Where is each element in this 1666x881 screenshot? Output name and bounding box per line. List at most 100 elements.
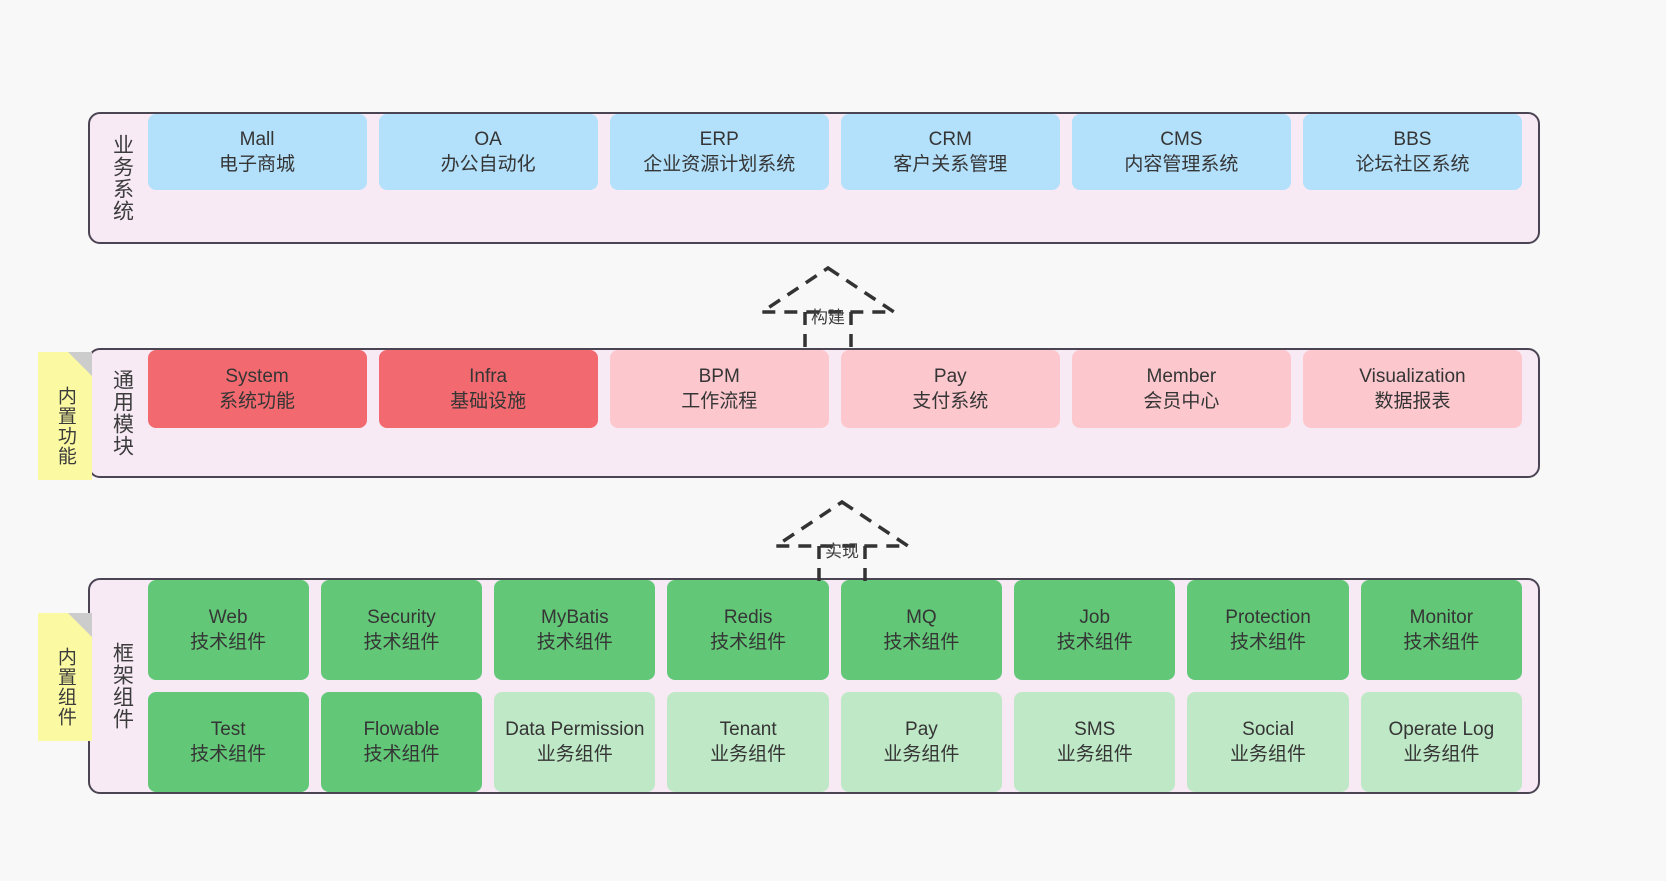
card-title-en: CRM: [928, 128, 972, 150]
card-title-cn: 技术组件: [363, 744, 440, 765]
card-title-cn: 客户关系管理: [893, 154, 1008, 175]
card-title-cn: 企业资源计划系统: [643, 154, 796, 175]
card-title-cn: 业务组件: [710, 744, 787, 765]
layer-title-business-systems: 业务系统: [110, 134, 134, 222]
card-job[interactable]: Job 技术组件: [1014, 580, 1176, 680]
card-redis[interactable]: Redis 技术组件: [667, 580, 829, 680]
card-sms[interactable]: SMS 业务组件: [1014, 692, 1176, 792]
layer-business-systems: 业务系统 Mall 电子商城 OA 办公自动化 ERP 企业资源计划系统 CRM…: [88, 112, 1540, 244]
card-row: Web 技术组件 Security 技术组件 MyBatis 技术组件 Redi…: [147, 580, 1523, 680]
card-title-en: Infra: [469, 365, 508, 387]
card-title-cn: 电子商城: [219, 154, 296, 175]
card-title-cn: 工作流程: [681, 391, 758, 412]
card-title-en: Visualization: [1359, 365, 1466, 387]
card-row: Mall 电子商城 OA 办公自动化 ERP 企业资源计划系统 CRM 客户关系…: [147, 114, 1522, 242]
card-pay-component[interactable]: Pay 业务组件: [840, 692, 1003, 792]
card-title-en: SMS: [1074, 718, 1116, 740]
card-title-cn: 数据报表: [1374, 391, 1451, 412]
card-title-en: Data Permission: [505, 718, 645, 740]
card-web[interactable]: Web 技术组件: [147, 580, 309, 680]
note-fold-corner-icon: [68, 352, 92, 376]
card-title-en: Member: [1146, 365, 1217, 387]
card-visualization[interactable]: Visualization 数据报表: [1302, 350, 1522, 428]
card-title-en: OA: [474, 128, 502, 150]
card-title-cn: 技术组件: [710, 632, 787, 653]
card-title-en: Social: [1242, 718, 1294, 740]
card-erp[interactable]: ERP 企业资源计划系统: [609, 114, 829, 190]
card-grid-framework-components: Web 技术组件 Security 技术组件 MyBatis 技术组件 Redi…: [147, 566, 1523, 806]
build-arrow-icon: [757, 265, 899, 348]
layer-title-framework-components: 框架组件: [110, 642, 134, 730]
card-operate-log[interactable]: Operate Log 业务组件: [1360, 692, 1523, 792]
card-infra[interactable]: Infra 基础设施: [378, 350, 598, 428]
card-title-cn: 技术组件: [190, 744, 267, 765]
card-title-cn: 技术组件: [1056, 632, 1133, 653]
card-title-cn: 基础设施: [450, 391, 527, 412]
card-protection[interactable]: Protection 技术组件: [1187, 580, 1349, 680]
card-title-cn: 论坛社区系统: [1355, 154, 1470, 175]
card-title-cn: 办公自动化: [440, 154, 536, 175]
card-crm[interactable]: CRM 客户关系管理: [840, 114, 1060, 190]
connector-implement: 实现: [771, 496, 913, 582]
implement-arrow-icon: [771, 499, 913, 582]
card-test[interactable]: Test 技术组件: [147, 692, 309, 792]
card-mybatis[interactable]: MyBatis 技术组件: [494, 580, 656, 680]
connector-build: 构建: [757, 262, 899, 348]
card-flowable[interactable]: Flowable 技术组件: [320, 692, 483, 792]
card-title-en: Tenant: [719, 718, 777, 740]
card-title-en: CMS: [1160, 128, 1203, 150]
card-system[interactable]: System 系统功能: [147, 350, 367, 428]
card-title-en: Pay: [905, 718, 938, 740]
card-monitor[interactable]: Monitor 技术组件: [1360, 580, 1523, 680]
layer-title-common-modules: 通用模块: [110, 369, 134, 457]
card-title-cn: 会员中心: [1143, 391, 1220, 412]
note-builtin-features: 内置功能: [38, 352, 92, 480]
note-fold-corner-icon: [68, 613, 92, 637]
card-bbs[interactable]: BBS 论坛社区系统: [1302, 114, 1522, 190]
card-cms[interactable]: CMS 内容管理系统: [1071, 114, 1291, 190]
card-pay-module[interactable]: Pay 支付系统: [840, 350, 1060, 428]
card-title-cn: 内容管理系统: [1124, 154, 1239, 175]
card-title-en: Security: [367, 606, 436, 628]
card-social[interactable]: Social 业务组件: [1187, 692, 1349, 792]
card-title-en: Test: [210, 718, 246, 740]
note-label: 内置功能: [54, 386, 76, 466]
card-title-en: Protection: [1225, 606, 1311, 628]
card-title-en: Pay: [933, 365, 967, 387]
card-title-en: MyBatis: [541, 606, 609, 628]
connector-label: 实现: [825, 542, 859, 561]
note-builtin-components: 内置组件: [38, 613, 92, 741]
card-oa[interactable]: OA 办公自动化: [378, 114, 598, 190]
card-title-cn: 技术组件: [190, 632, 267, 653]
card-title-cn: 业务组件: [1056, 744, 1133, 765]
layer-framework-components: 框架组件 Web 技术组件 Security 技术组件 MyBatis 技术组件…: [88, 578, 1540, 794]
card-title-en: BPM: [698, 365, 740, 387]
card-title-cn: 技术组件: [1403, 632, 1480, 653]
card-title-en: System: [225, 365, 289, 387]
card-title-cn: 技术组件: [1230, 632, 1307, 653]
card-title-cn: 技术组件: [363, 632, 440, 653]
card-bpm[interactable]: BPM 工作流程: [609, 350, 829, 428]
card-mq[interactable]: MQ 技术组件: [840, 580, 1003, 680]
card-security[interactable]: Security 技术组件: [320, 580, 483, 680]
card-title-en: Mall: [239, 128, 275, 150]
card-title-cn: 系统功能: [219, 391, 296, 412]
card-title-en: Monitor: [1409, 606, 1474, 628]
card-member[interactable]: Member 会员中心: [1071, 350, 1291, 428]
card-tenant[interactable]: Tenant 业务组件: [667, 692, 829, 792]
card-mall[interactable]: Mall 电子商城: [147, 114, 367, 190]
card-title-cn: 技术组件: [536, 632, 613, 653]
layer-common-modules: 通用模块 System 系统功能 Infra 基础设施 BPM 工作流程 Pay…: [88, 348, 1540, 478]
connector-label: 构建: [811, 308, 845, 327]
card-title-cn: 业务组件: [1403, 744, 1480, 765]
card-row: System 系统功能 Infra 基础设施 BPM 工作流程 Pay 支付系统…: [147, 350, 1522, 476]
card-title-cn: 业务组件: [883, 744, 960, 765]
card-title-en: Redis: [723, 606, 773, 628]
card-title-en: Operate Log: [1388, 718, 1495, 740]
card-data-permission[interactable]: Data Permission 业务组件: [494, 692, 656, 792]
card-title-cn: 业务组件: [1230, 744, 1307, 765]
card-row: Test 技术组件 Flowable 技术组件 Data Permission …: [147, 692, 1523, 792]
card-title-en: ERP: [699, 128, 739, 150]
card-grid-common-modules: System 系统功能 Infra 基础设施 BPM 工作流程 Pay 支付系统…: [147, 350, 1522, 476]
